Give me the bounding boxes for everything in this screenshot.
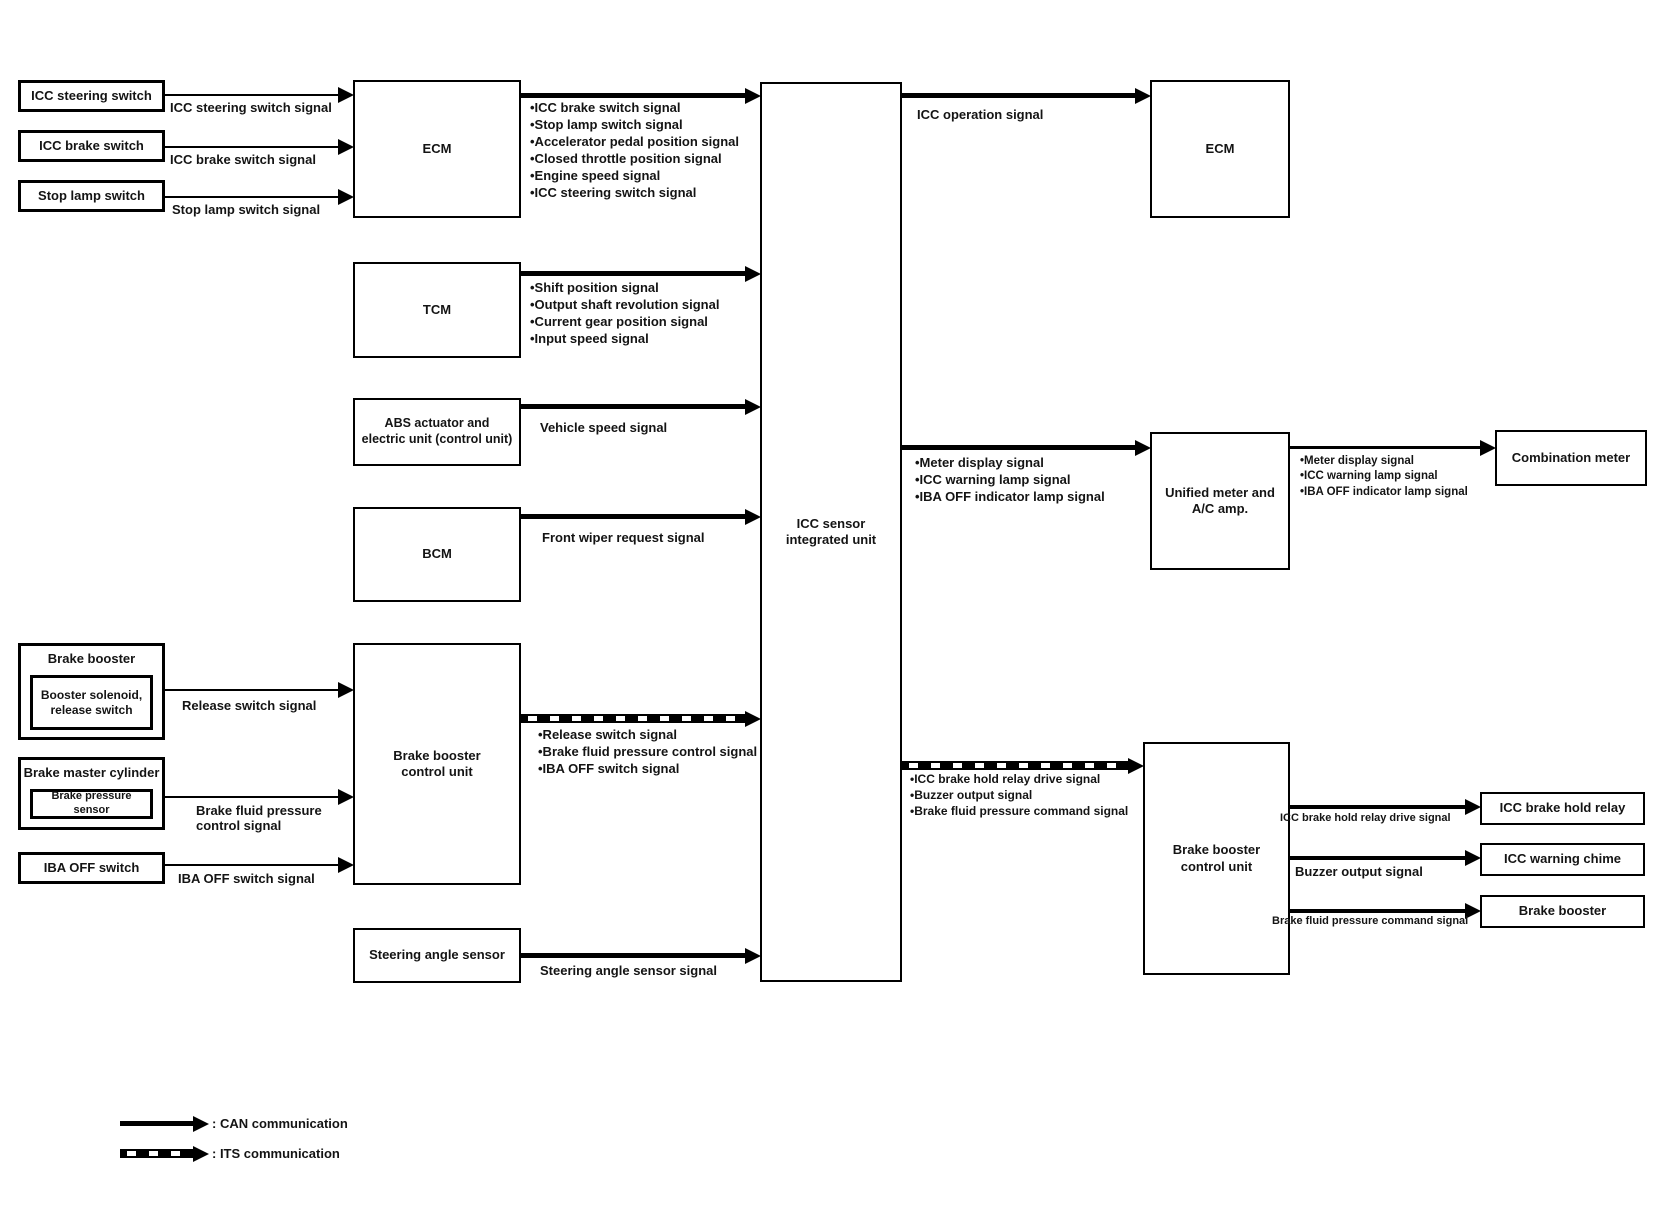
box-icc-brake-switch: ICC brake switch <box>18 130 165 162</box>
box-brake-booster-right: Brake booster <box>1480 895 1645 928</box>
arrow-stop-lamp-switch-signal <box>165 196 338 198</box>
arrow-ecm-to-icc-sensor <box>521 93 745 98</box>
label-buzzer-output-signal: Buzzer output signal <box>1295 864 1423 879</box>
label-list-tcm-to-icc: •Shift position signal•Output shaft revo… <box>530 280 720 347</box>
arrow-abs-to-icc-sensor <box>521 404 745 409</box>
box-iba-off-switch: IBA OFF switch <box>18 852 165 884</box>
legend-can-arrow <box>120 1121 193 1126</box>
arrow-icc-steering-switch-signal <box>165 94 338 96</box>
label-brake-fluid-pressure-control-signal: Brake fluid pressure control signal <box>196 803 322 834</box>
label-icc-operation-signal: ICC operation signal <box>917 107 1044 122</box>
box-icc-sensor-integrated-unit: ICC sensor integrated unit <box>760 82 902 982</box>
box-unified-meter-ac-amp: Unified meter and A/C amp. <box>1150 432 1290 570</box>
label-icc-steering-switch-signal: ICC steering switch signal <box>170 100 332 115</box>
label-list-bbcu-to-icc: •Release switch signal•Brake fluid press… <box>538 727 758 777</box>
arrow-unified-meter-to-combination-meter <box>1290 446 1480 449</box>
box-tcm: TCM <box>353 262 521 358</box>
label-release-switch-signal: Release switch signal <box>182 698 317 713</box>
box-brake-booster-control-unit-left: Brake booster control unit <box>353 643 521 885</box>
arrow-icc-brake-hold-relay-drive <box>1290 805 1465 809</box>
box-booster-solenoid-release-switch: Booster solenoid, release switch <box>30 675 153 730</box>
arrow-icc-sensor-to-unified-meter <box>902 445 1135 450</box>
arrow-icc-brake-switch-signal <box>165 146 338 148</box>
label-steering-angle-sensor-signal: Steering angle sensor signal <box>540 963 717 978</box>
box-ecm-left: ECM <box>353 80 521 218</box>
box-brake-pressure-sensor: Brake pressure sensor <box>30 789 153 819</box>
label-list-meter-to-combination: •Meter display signal•ICC warning lamp s… <box>1300 455 1468 498</box>
box-steering-angle-sensor: Steering angle sensor <box>353 928 521 983</box>
box-icc-brake-hold-relay: ICC brake hold relay <box>1480 792 1645 825</box>
label-iba-off-switch-signal: IBA OFF switch signal <box>178 871 315 886</box>
label-icc-brake-hold-relay-drive-signal: ICC brake hold relay drive signal <box>1280 812 1451 824</box>
box-icc-steering-switch: ICC steering switch <box>18 80 165 112</box>
arrow-its-icc-sensor-to-bbcu <box>902 761 1128 770</box>
box-brake-booster-control-unit-right: Brake booster control unit <box>1143 742 1290 975</box>
arrow-bcm-to-icc-sensor <box>521 514 745 519</box>
arrow-iba-off-switch-signal <box>165 864 338 866</box>
legend-can-label: : CAN communication <box>212 1116 348 1131</box>
label-icc-brake-switch-signal: ICC brake switch signal <box>170 152 316 167</box>
legend-its-label: : ITS communication <box>212 1146 340 1161</box>
arrow-steering-angle-to-icc-sensor <box>521 953 745 958</box>
arrow-brake-fluid-pressure-command <box>1290 909 1465 913</box>
arrow-buzzer-output <box>1290 856 1465 860</box>
label-list-ecm-to-icc: •ICC brake switch signal•Stop lamp switc… <box>530 100 739 201</box>
label-vehicle-speed-signal: Vehicle speed signal <box>540 420 668 435</box>
box-abs-actuator-unit: ABS actuator and electric unit (control … <box>353 398 521 466</box>
arrow-release-switch-signal <box>165 689 338 691</box>
label-front-wiper-request-signal: Front wiper request signal <box>542 530 705 545</box>
arrow-its-bbcu-to-icc-sensor <box>521 714 745 723</box>
label-list-icc-to-bbcu: •ICC brake hold relay drive signal•Buzze… <box>910 772 1129 818</box>
label-stop-lamp-switch-signal: Stop lamp switch signal <box>172 202 321 217</box>
box-ecm-right: ECM <box>1150 80 1290 218</box>
label-brake-fluid-pressure-command-signal: Brake fluid pressure command signal <box>1272 915 1469 927</box>
box-bcm: BCM <box>353 507 521 602</box>
label-list-icc-to-meter: •Meter display signal•ICC warning lamp s… <box>915 455 1105 505</box>
arrow-tcm-to-icc-sensor <box>521 271 745 276</box>
box-combination-meter: Combination meter <box>1495 430 1647 486</box>
arrow-brake-fluid-pressure-control-signal <box>165 796 338 798</box>
legend-its-arrow <box>120 1149 193 1158</box>
box-stop-lamp-switch: Stop lamp switch <box>18 180 165 212</box>
arrow-icc-operation-signal <box>902 93 1135 98</box>
box-icc-warning-chime: ICC warning chime <box>1480 843 1645 876</box>
